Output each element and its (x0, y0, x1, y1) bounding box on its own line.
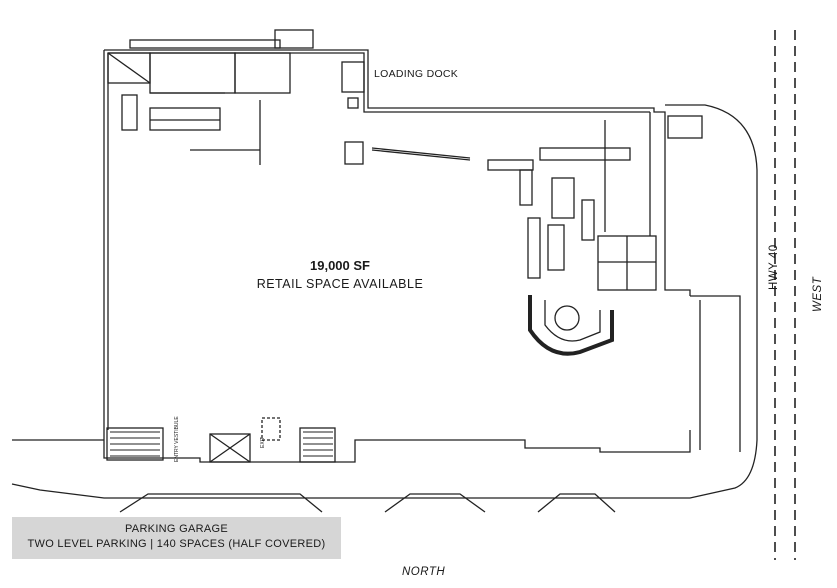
entry-label: ENTRY VESTIBULE (174, 416, 180, 462)
west-label: WEST (812, 276, 824, 312)
parking-garage-title: PARKING GARAGE (124, 523, 229, 535)
outer-wall (104, 49, 691, 296)
stair-nw (106, 427, 164, 461)
curved-bar (528, 295, 614, 356)
highway-label: HWY 40 (768, 244, 780, 290)
elevator (209, 433, 251, 463)
loading-dock-label: LOADING DOCK (374, 68, 459, 80)
round-table (554, 305, 580, 331)
south-wall (103, 430, 691, 463)
parking-garage-box (12, 517, 341, 559)
dock-box (274, 29, 314, 49)
area-label: 19,000 SF (310, 258, 370, 273)
site-curb (11, 104, 758, 499)
availability-label: RETAIL SPACE AVAILABLE (256, 277, 424, 291)
stair-mid (299, 427, 336, 463)
east-patio (690, 295, 741, 452)
exit-label: EXIT (260, 437, 266, 448)
parking-garage-details: TWO LEVEL PARKING | 140 SPACES (HALF COV… (27, 538, 326, 550)
top-canopy (129, 39, 281, 49)
north-label: NORTH (402, 566, 446, 578)
outer-wall-inner (108, 52, 650, 113)
